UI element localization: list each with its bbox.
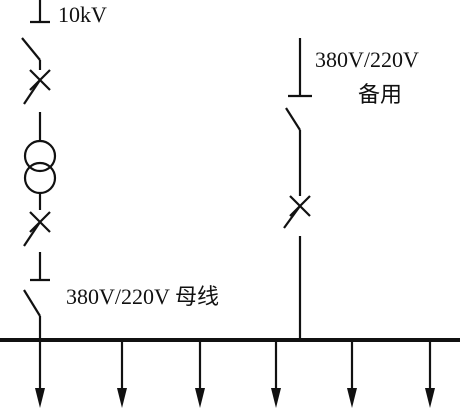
incoming-branch	[21, 0, 57, 340]
outgoing-feeders	[35, 340, 435, 408]
standby-label: 备用	[358, 82, 402, 107]
standby-switch-blade-top	[285, 107, 301, 131]
standby-switch-blade-bottom	[283, 205, 301, 229]
disconnector-top-blade	[21, 37, 41, 61]
disconnector-bottom-blade	[23, 289, 41, 317]
standby-branch	[283, 38, 312, 340]
feeder-arrow	[347, 340, 357, 408]
breaker-blade-bottom	[23, 221, 41, 247]
busbar-label: 380V/220V 母线	[66, 284, 219, 309]
feeder-arrow	[195, 340, 205, 408]
feeder-arrow	[117, 340, 127, 408]
source-voltage-label: 10kV	[58, 2, 107, 27]
feeder-arrow	[425, 340, 435, 408]
standby-voltage-label: 380V/220V	[315, 47, 419, 72]
transformer-symbol	[23, 139, 57, 195]
feeder-arrow	[271, 340, 281, 408]
feeder-arrow	[35, 340, 45, 408]
breaker-blade-top	[23, 79, 41, 105]
